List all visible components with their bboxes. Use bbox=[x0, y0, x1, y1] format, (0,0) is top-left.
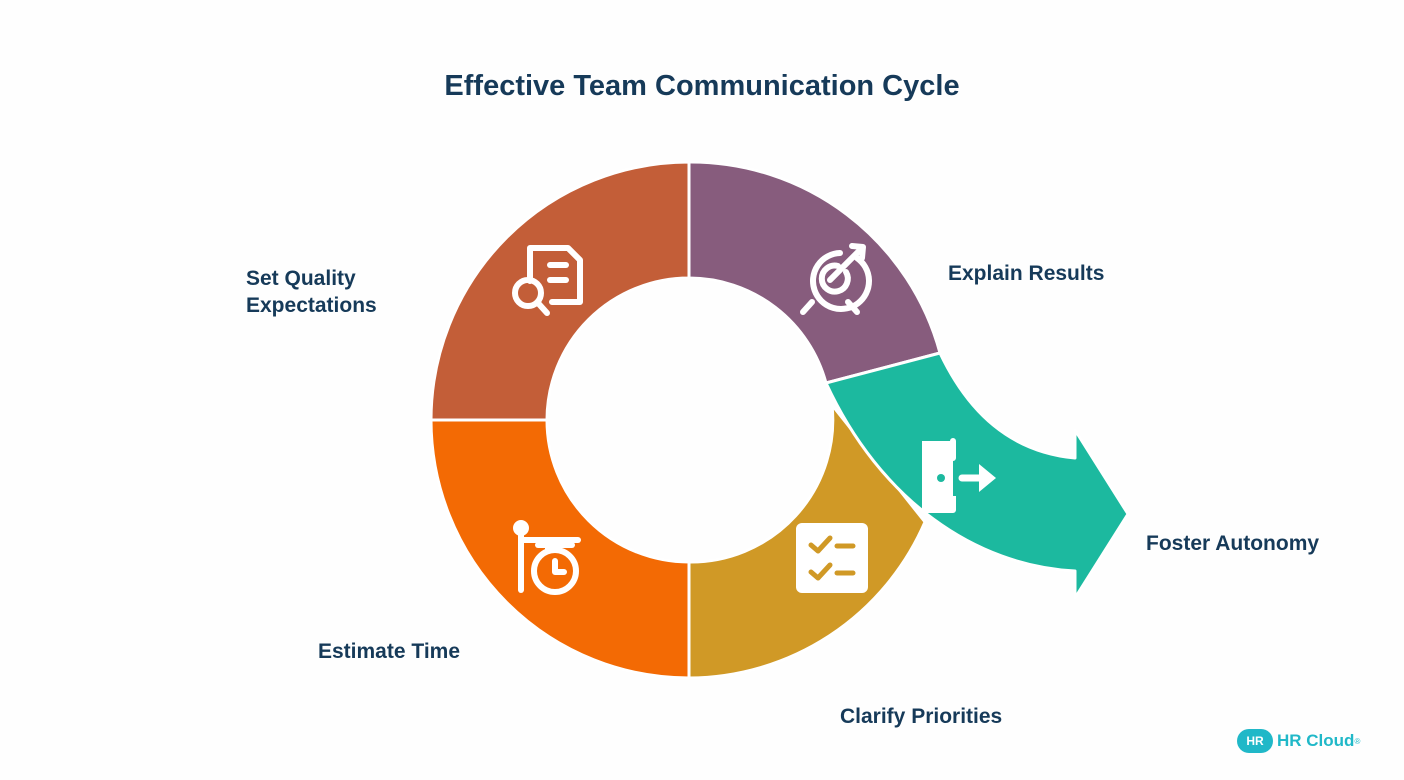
logo-registered-mark: ® bbox=[1354, 736, 1361, 746]
label-foster-autonomy: Foster Autonomy bbox=[1146, 532, 1320, 555]
label-line: Expectations bbox=[246, 294, 377, 317]
logo-text: HR Cloud bbox=[1277, 731, 1355, 750]
logo-badge: HR bbox=[1237, 729, 1273, 753]
stopwatch-sign-icon bbox=[513, 520, 581, 595]
label-explain-results: Explain Results bbox=[948, 262, 1105, 285]
segment-set-quality-expectations bbox=[429, 160, 691, 422]
checklist-icon bbox=[796, 523, 868, 593]
hr-cloud-logo: HR HR Cloud ® bbox=[1237, 727, 1360, 755]
label-set-quality-expectations: Set Quality Expectations bbox=[246, 265, 377, 319]
label-clarify-priorities: Clarify Priorities bbox=[840, 705, 1003, 728]
target-icon bbox=[800, 243, 872, 315]
diagram-title: Effective Team Communication Cycle bbox=[444, 70, 960, 102]
exit-door-icon bbox=[922, 438, 996, 513]
label-estimate-time: Estimate Time bbox=[318, 640, 461, 663]
document-search-icon bbox=[512, 245, 583, 316]
label-line: Set Quality bbox=[246, 267, 356, 290]
